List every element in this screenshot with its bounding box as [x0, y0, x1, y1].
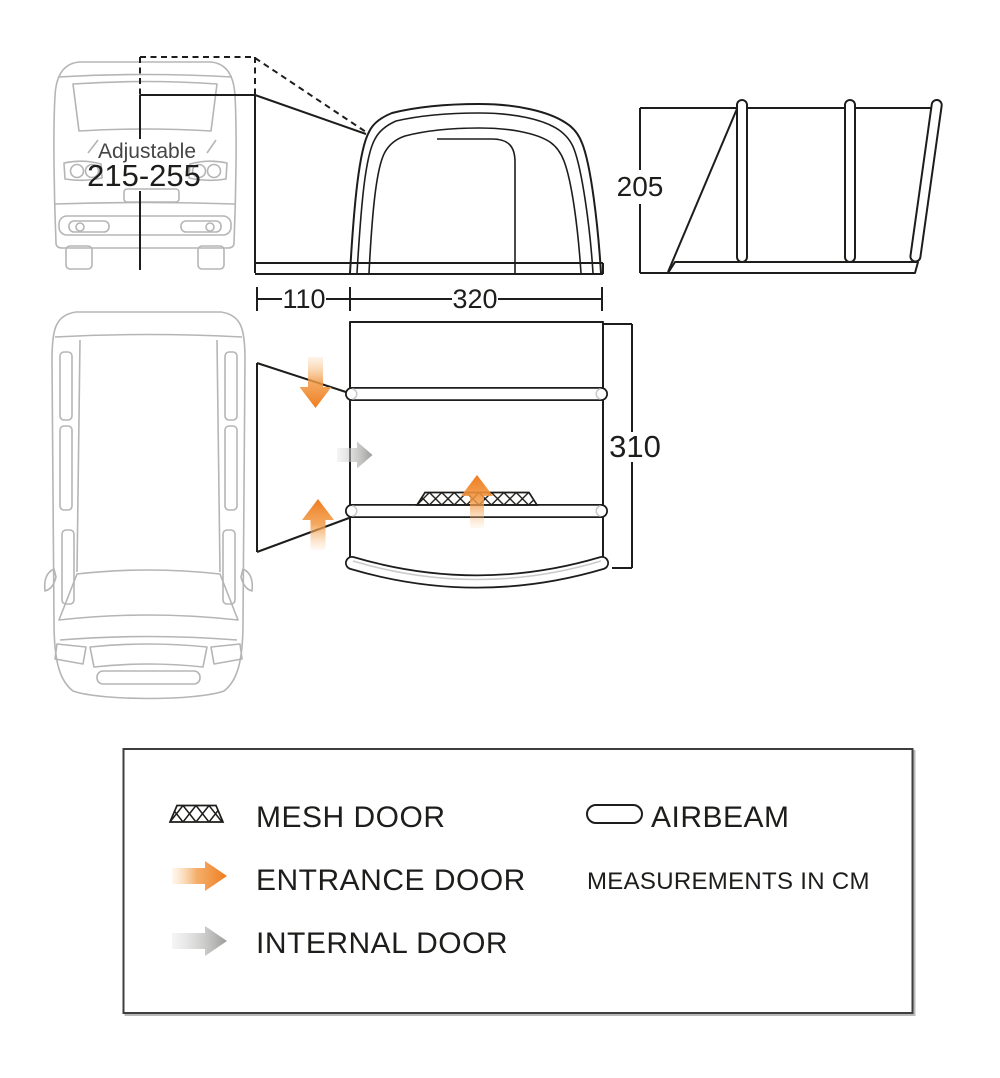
awning-side-view	[254, 94, 604, 275]
floorplan-tunnel	[256, 362, 350, 553]
van-rear-license-plate	[123, 188, 180, 203]
van-top-window-right-3	[222, 529, 236, 605]
legend-label-internal-door: INTERNAL DOOR	[256, 927, 508, 960]
adjustable-range-value: 215-255	[87, 158, 201, 193]
van-top-rear-edge	[54, 333, 243, 338]
entrance-door-arrow-top	[299, 357, 332, 408]
van-rear-wheel-right	[197, 245, 225, 270]
side-view-beam-inner-edge	[356, 112, 594, 274]
van-top-grille	[89, 643, 208, 668]
dimension-height: 205	[617, 171, 664, 202]
van-rear-light-right-bulb-2	[206, 163, 222, 179]
legend-label-mesh-door: MESH DOOR	[256, 801, 446, 834]
van-rear-roofline	[57, 73, 233, 78]
van-rear-light-left-bulb-2	[84, 163, 100, 179]
van-top-window-right-2	[224, 425, 238, 511]
profile-front-slope	[667, 103, 740, 273]
van-top-windshield	[58, 569, 239, 621]
dimension-awning-depth: 310	[609, 429, 661, 464]
internal-door-arrow-icon	[172, 926, 227, 956]
airbeam-pole-3	[909, 98, 943, 263]
legend-box	[122, 748, 914, 1014]
van-rear-bumper-dot-left	[75, 222, 85, 232]
side-view-inner-fabric	[368, 127, 582, 274]
van-top-cabin-lines	[76, 339, 221, 573]
airbeam-pole-2	[844, 99, 856, 263]
van-top-view	[43, 311, 254, 700]
mesh-door-icon	[168, 804, 225, 823]
floorplan-walls	[349, 321, 604, 563]
width-dimension	[256, 287, 603, 311]
legend-label-entrance-door: ENTRANCE DOOR	[256, 864, 526, 897]
entrance-door-arrow-mesh	[461, 475, 493, 528]
height-dimension-bracket	[639, 108, 668, 274]
floorplan	[256, 321, 633, 589]
legend-label-airbeam: AIRBEAM	[651, 801, 790, 834]
entrance-door-arrow-bottom	[302, 499, 334, 550]
van-top-window-left-1	[59, 351, 73, 421]
van-rear-bumper	[58, 215, 232, 236]
side-view-outer-beam	[349, 103, 602, 274]
van-rear-light-right-bulb-1	[191, 163, 207, 179]
dimension-connection-depth: 110	[282, 284, 325, 314]
legend-note-measurements: MEASUREMENTS IN CM	[587, 868, 870, 895]
van-top-mirror-right	[240, 568, 254, 592]
van-rear-wipers	[87, 139, 217, 154]
van-rear-window	[72, 80, 218, 132]
internal-door-arrow	[337, 441, 373, 469]
van-top-body	[51, 311, 246, 700]
legend: MESH DOOR AIRBEAM ENTRANCE DOOR MEASUREM…	[122, 748, 914, 1014]
adjustable-label: Adjustable	[98, 140, 196, 163]
side-view-groundsheet	[255, 262, 604, 275]
van-rear-light-right	[188, 160, 228, 182]
adjustable-height-dashed-guides	[139, 56, 367, 133]
side-view-tunnel-top	[254, 94, 367, 135]
van-rear-bumper-dot-right	[205, 222, 215, 232]
van-rear-wheel-left	[65, 245, 93, 270]
van-rear-light-left	[63, 160, 103, 182]
awning-profile-view	[639, 98, 943, 274]
adjustable-height-guides	[139, 56, 367, 270]
van-rear-light-left-bulb-1	[69, 163, 85, 179]
floorplan-front-airbeam	[345, 556, 609, 589]
profile-groundsheet	[667, 261, 919, 274]
van-top-mirror-left	[43, 568, 57, 592]
floorplan-airbeam-1	[345, 387, 608, 401]
entrance-door-arrow-icon	[172, 861, 227, 891]
van-top-front-bumper	[96, 670, 201, 685]
van-top-headlights	[54, 643, 243, 665]
van-top-window-right-1	[224, 351, 238, 421]
van-top-window-left-2	[59, 425, 73, 511]
van-top-window-left-3	[61, 529, 75, 605]
side-view-door-panel	[437, 138, 516, 273]
van-top-hood-line	[59, 635, 238, 641]
dimension-awning-width: 320	[452, 284, 497, 314]
van-rear-bumper-insert-left	[68, 220, 110, 233]
airbeam-icon	[586, 804, 643, 824]
airbeam-pole-1	[736, 99, 748, 263]
depth-dimension-bracket	[603, 323, 633, 569]
van-rear-bumper-insert-right	[180, 220, 222, 233]
